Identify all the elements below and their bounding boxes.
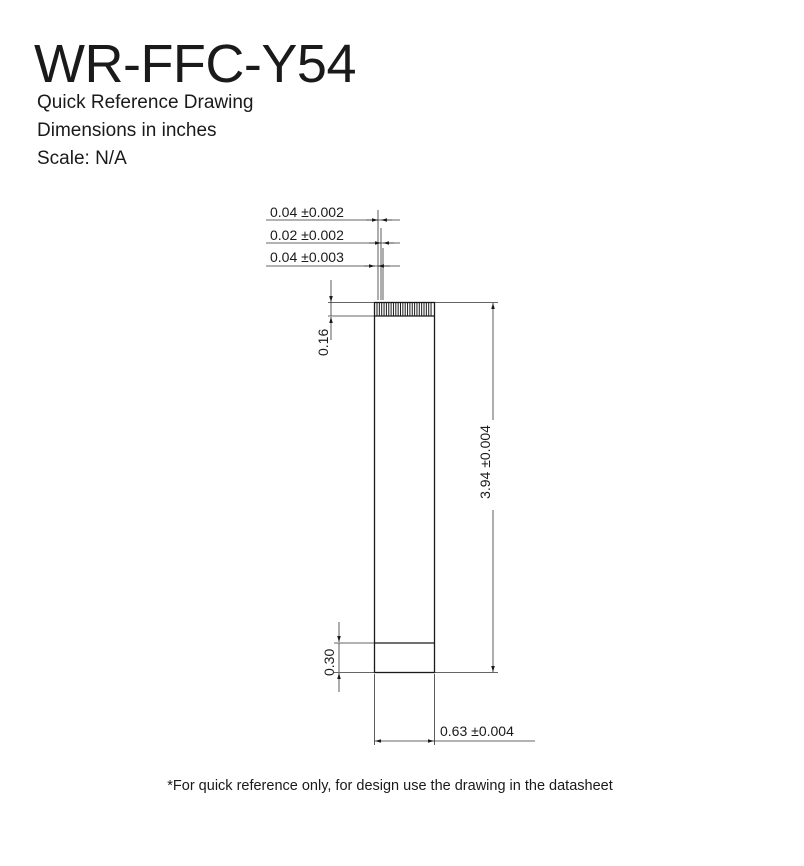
dim-cable-length-label: 3.94 ±0.004 xyxy=(477,425,493,499)
cable-length-dimension xyxy=(435,302,498,673)
dim-cable-width-label: 0.63 ±0.004 xyxy=(440,723,514,739)
dim-stiffener-length-label: 0.30 xyxy=(321,649,337,676)
dim-contact-width-label: 0.02 ±0.002 xyxy=(270,227,344,243)
dim-contact-length-label: 0.16 xyxy=(315,329,331,356)
dim-pitch-label: 0.04 ±0.002 xyxy=(270,204,344,220)
subtitle-units: Dimensions in inches xyxy=(37,120,217,141)
part-number-title: WR-FFC-Y54 xyxy=(34,34,356,94)
cable-outline xyxy=(373,301,436,674)
footnote: *For quick reference only, for design us… xyxy=(167,778,613,794)
cable-width-dimension xyxy=(374,674,535,745)
stiffener-length-dimension xyxy=(334,622,374,692)
subtitle-drawing-type: Quick Reference Drawing xyxy=(37,92,254,113)
dim-edge-offset-label: 0.04 ±0.003 xyxy=(270,249,344,265)
contact-length-dimension xyxy=(328,280,374,340)
contact-fingers xyxy=(376,303,432,316)
subtitle-scale: Scale: N/A xyxy=(37,148,127,169)
top-dimension-arrows xyxy=(364,218,394,268)
